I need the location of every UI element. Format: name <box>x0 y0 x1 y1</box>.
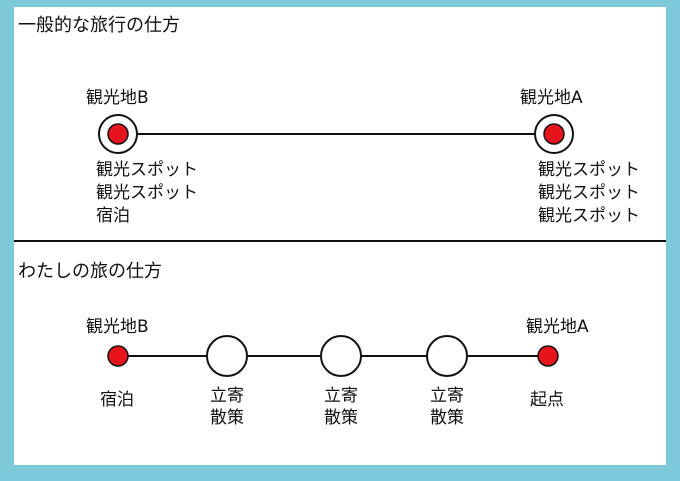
point-a-marker <box>543 123 565 145</box>
stop-3-circle <box>426 335 468 377</box>
stop-3-line-2: 散策 <box>430 408 464 428</box>
stop-2-circle <box>320 335 362 377</box>
section1-left-label: 観光地B <box>86 88 149 108</box>
section1-right-label: 観光地A <box>520 88 583 108</box>
stop-1-caption: 立寄 散策 <box>207 385 247 429</box>
left-item: 宿泊 <box>96 206 130 226</box>
left-item: 観光スポット <box>96 160 198 180</box>
section1-left-list: 観光スポット 観光スポット 宿泊 <box>96 159 198 228</box>
section1-right-list: 観光スポット 観光スポット 観光スポット <box>538 159 640 228</box>
point-b2-marker <box>107 345 129 367</box>
stop-1-line-1: 立寄 <box>210 386 244 406</box>
stop-3-caption: 立寄 散策 <box>427 385 467 429</box>
stop-2-caption: 立寄 散策 <box>321 385 361 429</box>
section2-right-label: 観光地A <box>526 317 589 337</box>
stop-2-line-1: 立寄 <box>324 386 358 406</box>
diagram-panel: 一般的な旅行の仕方 観光地B 観光地A 観光スポット 観光スポット 宿泊 観光ス… <box>14 7 666 465</box>
left-item: 観光スポット <box>96 183 198 203</box>
diagram-graphics <box>98 114 574 377</box>
section2-left-caption: 宿泊 <box>100 390 134 410</box>
section2-right-caption: 起点 <box>530 390 564 410</box>
section1-title: 一般的な旅行の仕方 <box>18 15 180 36</box>
stop-2-line-2: 散策 <box>324 408 358 428</box>
right-item: 観光スポット <box>538 160 640 180</box>
right-item: 観光スポット <box>538 206 640 226</box>
section2-left-label: 観光地B <box>86 317 149 337</box>
stop-3-line-1: 立寄 <box>430 386 464 406</box>
stop-1-line-2: 散策 <box>210 408 244 428</box>
section2-title: わたしの旅の仕方 <box>18 261 162 282</box>
stop-1-circle <box>206 335 248 377</box>
right-item: 観光スポット <box>538 183 640 203</box>
section-divider <box>14 240 666 242</box>
point-a2-marker <box>537 345 559 367</box>
point-b-marker <box>107 123 129 145</box>
